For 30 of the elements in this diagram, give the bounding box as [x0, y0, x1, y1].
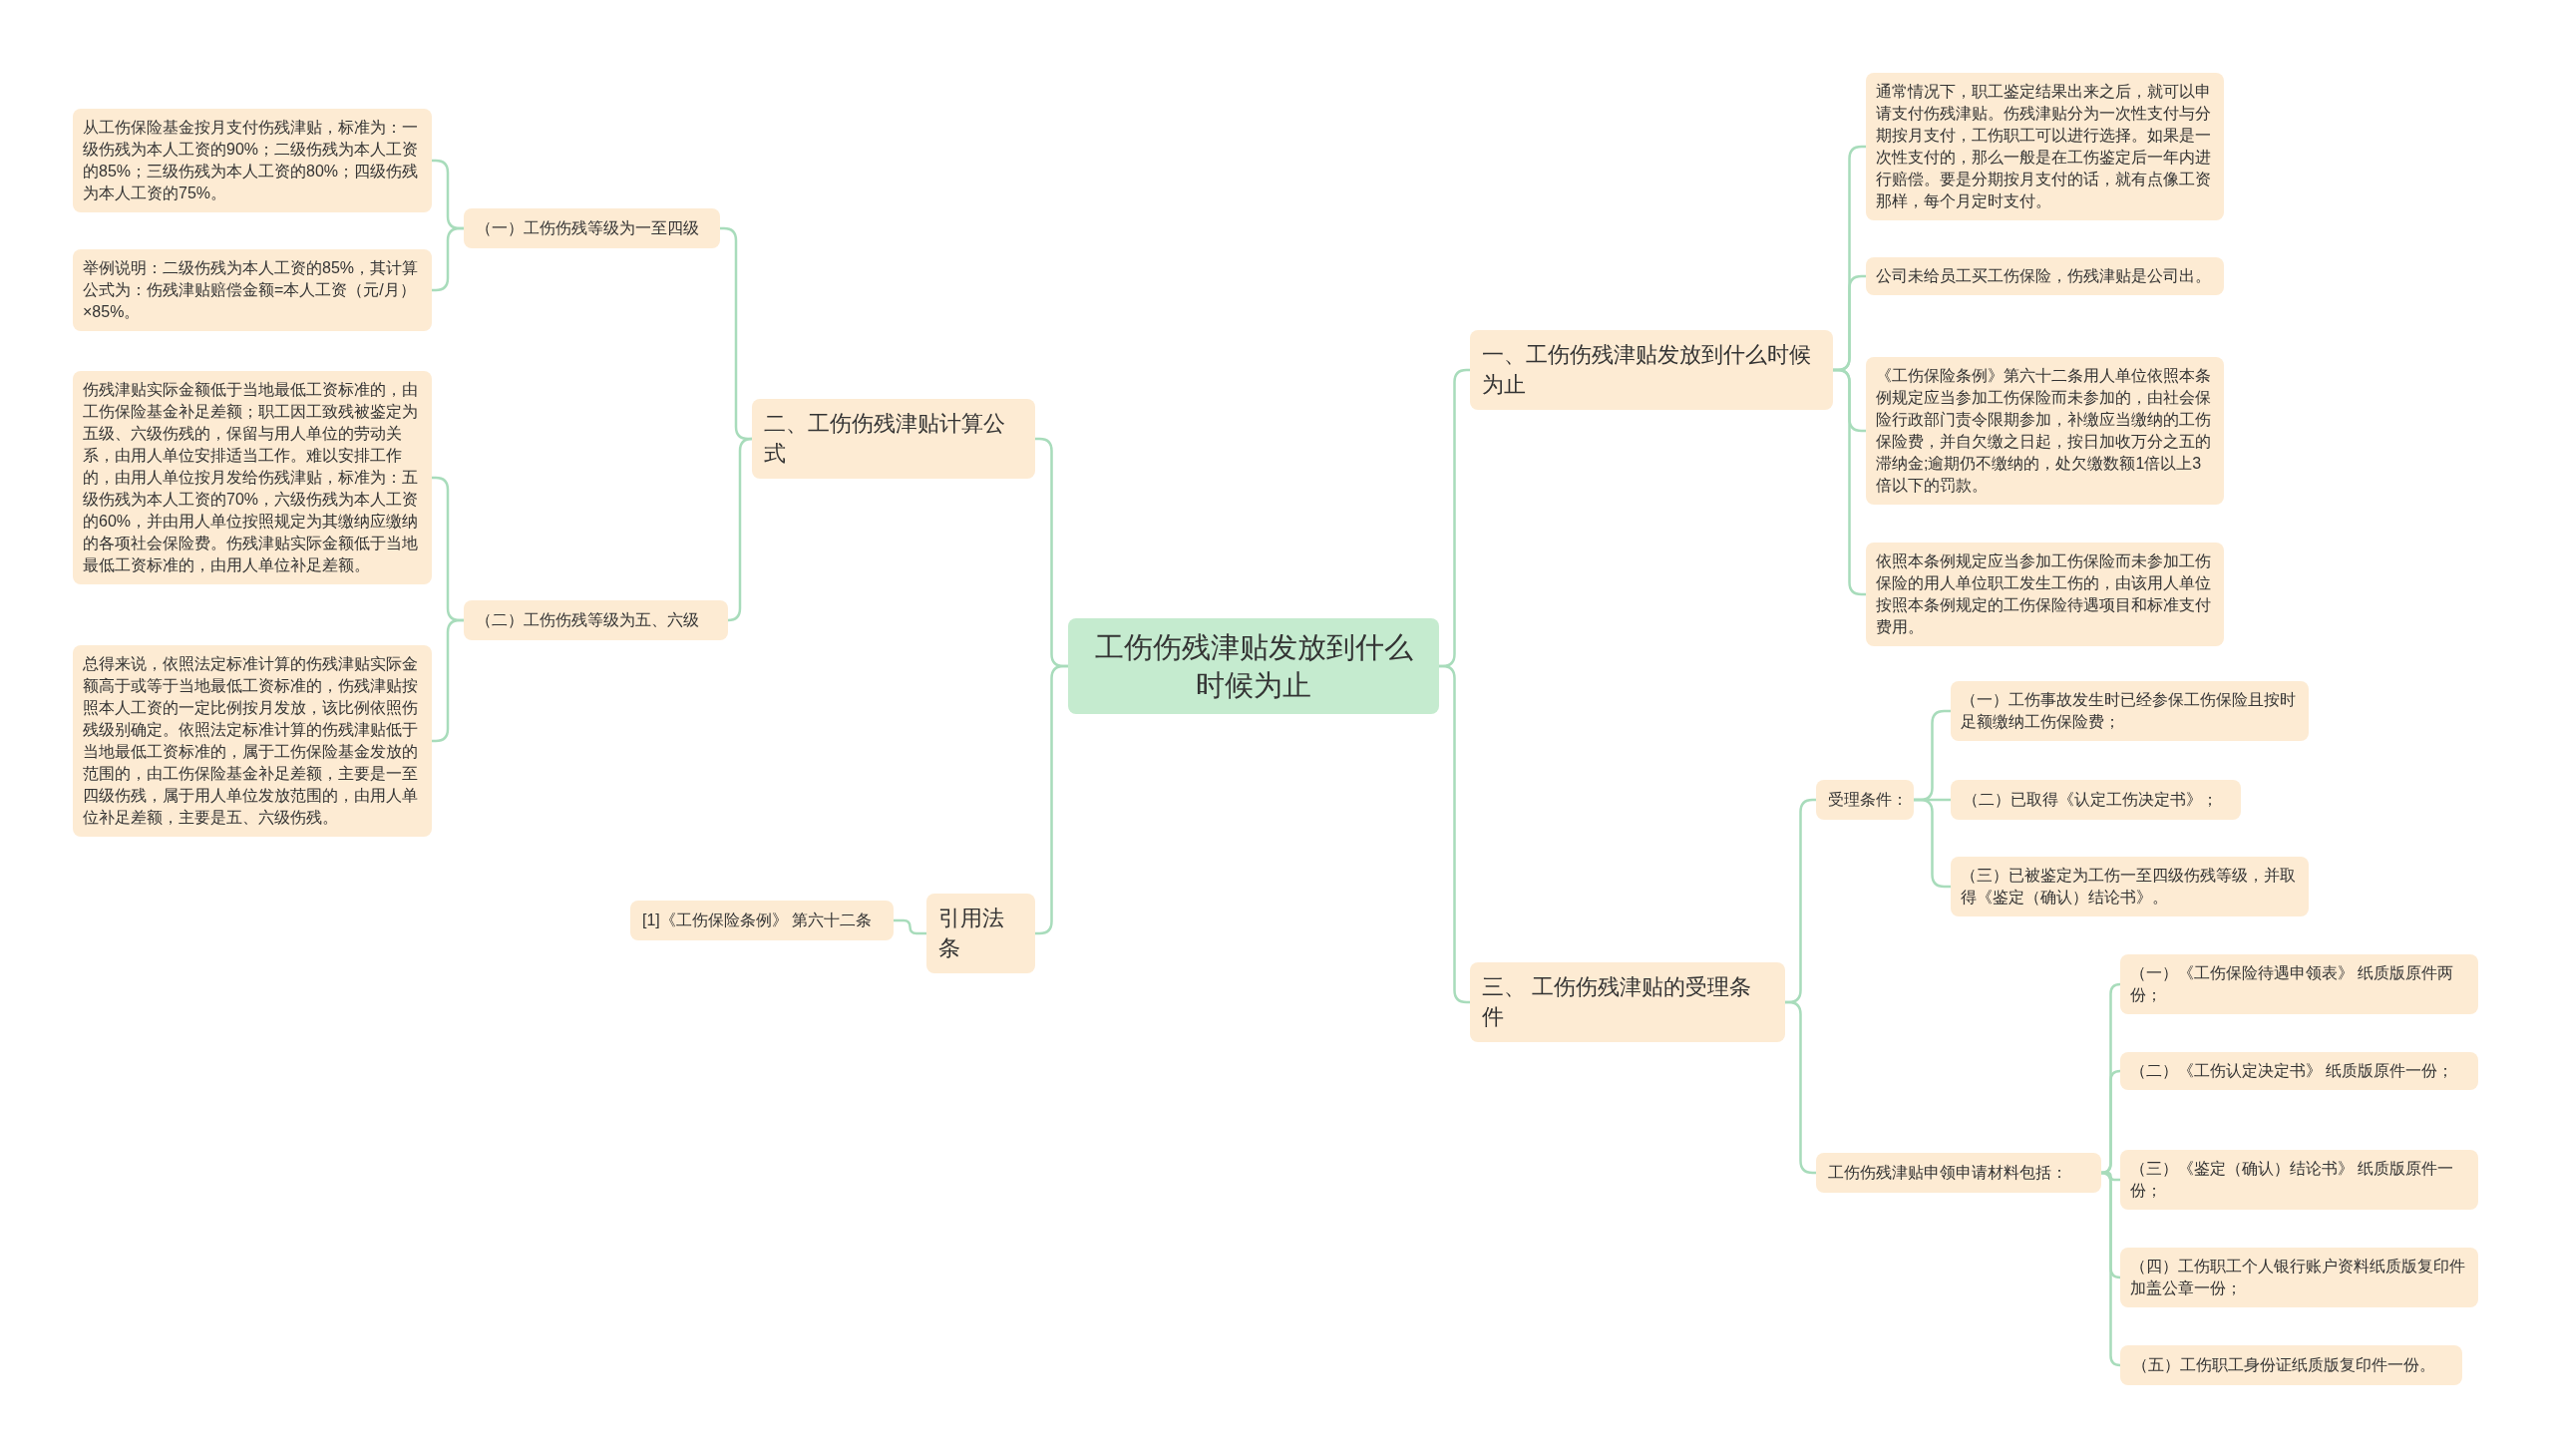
subtopic-box: （二）工伤伤残等级为五、六级	[464, 600, 728, 640]
subtopic-box: （一）工伤伤残等级为一至四级	[464, 208, 720, 248]
subtopic-box: 受理条件：	[1816, 780, 1914, 820]
connector-line	[726, 437, 754, 622]
note-box: 公司未给员工买工伤保险，伤残津贴是公司出。	[1866, 257, 2224, 295]
topic-box: 引用法条	[926, 894, 1035, 973]
note-box: 举例说明：二级伤残为本人工资的85%，其计算公式为：伤残津贴赔偿金额=本人工资（元/月）×85%。	[73, 249, 432, 331]
subtopic-box: （五）工伤职工身份证纸质版复印件一份。	[2120, 1345, 2462, 1385]
connector-line	[1914, 798, 1951, 889]
note-box: （二）《工伤认定决定书》 纸质版原件一份；	[2120, 1052, 2478, 1090]
note-box: （一）工伤事故发生时已经参保工伤保险且按时足额缴纳工伤保险费；	[1951, 681, 2309, 741]
note-box: 依照本条例规定应当参加工伤保险而未参加工伤保险的用人单位职工发生工伤的，由该用人单位按照本条例规定的工伤保险待遇项目和标准支付费用。	[1866, 543, 2224, 646]
connector-line	[894, 918, 926, 935]
note-box: （一）《工伤保险待遇申领表》 纸质版原件两份；	[2120, 954, 2478, 1014]
note-box: （三）已被鉴定为工伤一至四级伤残等级，并取得《鉴定（确认）结论书》。	[1951, 857, 2309, 916]
note-box: 通常情况下，职工鉴定结果出来之后，就可以申请支付伤残津贴。伤残津贴分为一次性支付与分期按月支付，工伤职工可以进行选择。如果是一次性支付的，那么一般是在工伤鉴定后一年内进行赔偿。要是分期按月支付的话，就有点像工资那样，每个月定时支付。	[1866, 73, 2224, 220]
central-topic-box: 工伤伤残津贴发放到什么时候为止	[1068, 618, 1439, 714]
topic-box: 三、 工伤伤残津贴的受理条件	[1470, 962, 1785, 1042]
note-box: 总得来说，依照法定标准计算的伤残津贴实际金额高于或等于当地最低工资标准的，伤残津贴按照本人工资的一定比例按月发放，该比例依照伤残级别确定。依照法定标准计算的伤残津贴低于当地最低工资标准的，属于工伤保险基金发放的范围的，由工伤保险基金补足差额，主要是一至四级伤残，属于用人单位发放范围的，由用人单位补足差额，主要是五、六级伤残。	[73, 645, 432, 837]
note-box: 伤残津贴实际金额低于当地最低工资标准的，由工伤保险基金补足差额；职工因工致残被鉴定为五级、六级伤残的，保留与用人单位的劳动关系，由用人单位安排适当工作。难以安排工作的，由用人单位按月发给伤残津贴，标准为：五级伤残为本人工资的70%，六级伤残为本人工资的60%，并由用人单位按照规定为其缴纳应缴纳的各项社会保险费。伤残津贴实际金额低于当地最低工资标准的，由用人单位补足差额。	[73, 371, 432, 584]
note-box: 《工伤保险条例》第六十二条用人单位依照本条例规定应当参加工伤保险而未参加的，由社会保险行政部门责令限期参加，补缴应当缴纳的工伤保险费，并自欠缴之日起，按日加收万分之五的滞纳金;逾期仍不缴纳的，处欠缴数额1倍以上3倍以下的罚款。	[1866, 357, 2224, 505]
topic-box: 二、工伤伤残津贴计算公式	[752, 399, 1035, 479]
subtopic-box: 工伤伤残津贴申领申请材料包括：	[1816, 1153, 2101, 1193]
note-box: （四）工伤职工个人银行账户资料纸质版复印件加盖公章一份；	[2120, 1248, 2478, 1307]
subtopic-box: [1]《工伤保险条例》 第六十二条	[630, 901, 894, 940]
subtopic-box: （二）已取得《认定工伤决定书》；	[1951, 780, 2241, 820]
topic-box: 一、工伤伤残津贴发放到什么时候为止	[1470, 330, 1833, 410]
note-box: （三）《鉴定（确认）结论书》 纸质版原件一份；	[2120, 1150, 2478, 1210]
connector-line	[2099, 1171, 2122, 1367]
note-box: 从工伤保险基金按月支付伤残津贴，标准为：一级伤残为本人工资的90%；二级伤残为本人工资的85%；三级伤残为本人工资的80%；四级伤残为本人工资的75%。	[73, 109, 432, 212]
